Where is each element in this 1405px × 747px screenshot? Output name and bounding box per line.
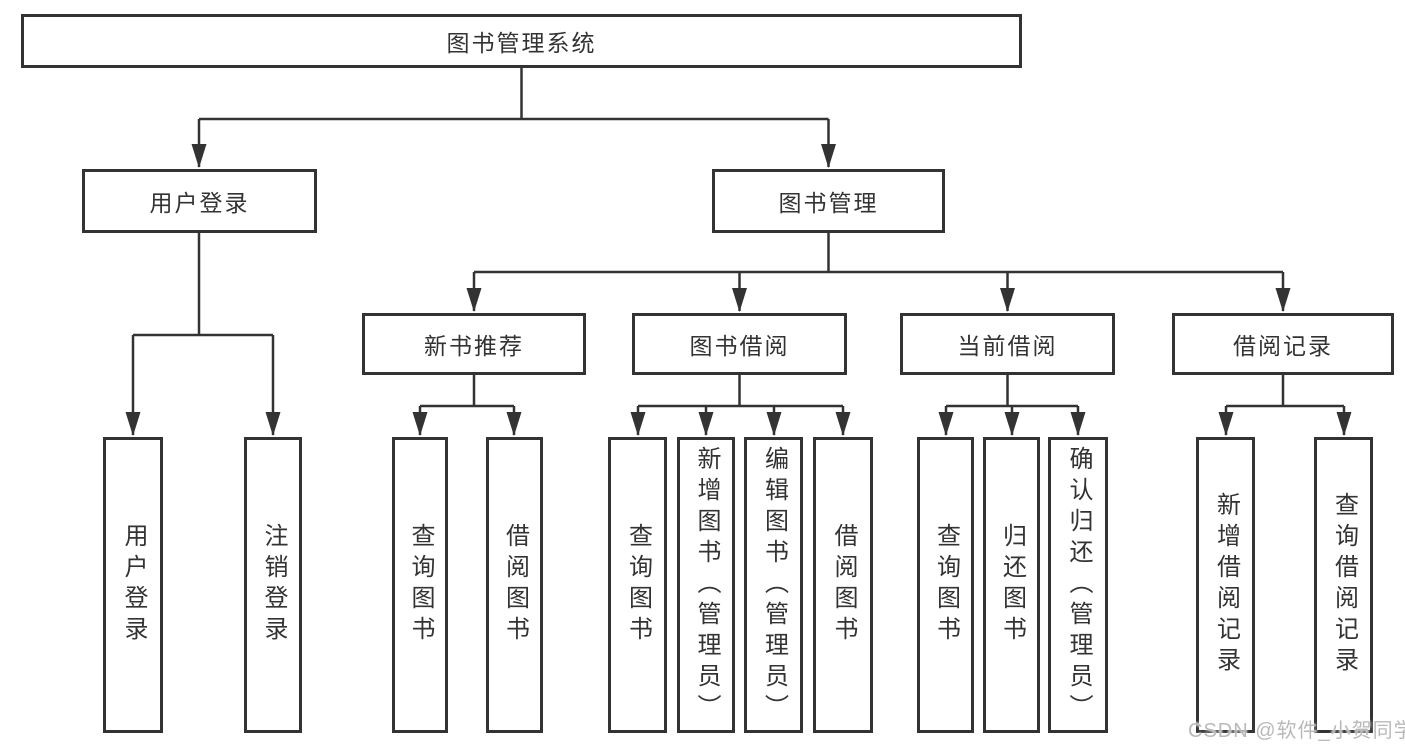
- leaf-confirm-return-admin-label: 确认归还（管理员）: [1065, 445, 1092, 725]
- leaf-logout: 注销登录: [244, 437, 302, 733]
- node-system-root: 图书管理系统: [21, 14, 1022, 68]
- leaf-add-book-admin: 新增图书（管理员）: [677, 437, 735, 733]
- leaf-query-books-borrow-label: 查询图书: [624, 523, 652, 647]
- leaf-query-borrow-record: 查询借阅记录: [1314, 437, 1373, 733]
- node-current-borrowing-label: 当前借阅: [957, 333, 1058, 359]
- node-user-login-label: 用户登录: [149, 190, 250, 216]
- leaf-query-books-recommend: 查询图书: [392, 437, 448, 733]
- node-book-management: 图书管理: [712, 169, 945, 233]
- node-new-book-recommend: 新书推荐: [362, 313, 586, 375]
- node-book-borrowing-label: 图书借阅: [689, 333, 790, 359]
- node-new-book-recommend-label: 新书推荐: [424, 333, 524, 359]
- leaf-query-borrow-record-label: 查询借阅记录: [1330, 492, 1358, 678]
- leaf-edit-book-admin-label: 编辑图书（管理员）: [760, 445, 788, 725]
- leaf-logout-label: 注销登录: [260, 523, 287, 647]
- leaf-add-book-admin-label: 新增图书（管理员）: [693, 445, 720, 725]
- leaf-query-books-borrow: 查询图书: [608, 437, 667, 733]
- connector-rails: [133, 68, 1344, 408]
- node-borrowing-records-label: 借阅记录: [1233, 333, 1333, 359]
- node-book-management-label: 图书管理: [778, 190, 879, 216]
- leaf-borrow-books-label: 借阅图书: [830, 523, 857, 647]
- node-borrowing-records: 借阅记录: [1172, 313, 1394, 375]
- node-system-root-label: 图书管理系统: [446, 30, 597, 56]
- leaf-query-books-current-label: 查询图书: [932, 523, 960, 647]
- watermark-text: CSDN @软件_小贺同学: [1188, 720, 1405, 742]
- leaf-borrow-books-recommend: 借阅图书: [486, 437, 543, 733]
- leaf-edit-book-admin: 编辑图书（管理员）: [744, 437, 803, 733]
- node-book-borrowing: 图书借阅: [632, 313, 847, 375]
- leaf-user-login: 用户登录: [103, 437, 163, 733]
- leaf-borrow-books-recommend-label: 借阅图书: [501, 523, 529, 647]
- leaf-add-borrow-record-label: 新增借阅记录: [1212, 492, 1240, 678]
- leaf-borrow-books: 借阅图书: [813, 437, 873, 733]
- leaf-query-books-recommend-label: 查询图书: [407, 523, 434, 647]
- node-user-login: 用户登录: [82, 169, 317, 233]
- arrow-drops: [125, 119, 1352, 436]
- leaf-query-books-current: 查询图书: [917, 437, 974, 733]
- leaf-confirm-return-admin: 确认归还（管理员）: [1048, 437, 1108, 733]
- leaf-return-books-label: 归还图书: [998, 523, 1026, 647]
- leaf-add-borrow-record: 新增借阅记录: [1196, 437, 1255, 733]
- leaf-return-books: 归还图书: [983, 437, 1040, 733]
- leaf-user-login-label: 用户登录: [120, 523, 147, 647]
- node-current-borrowing: 当前借阅: [900, 313, 1115, 375]
